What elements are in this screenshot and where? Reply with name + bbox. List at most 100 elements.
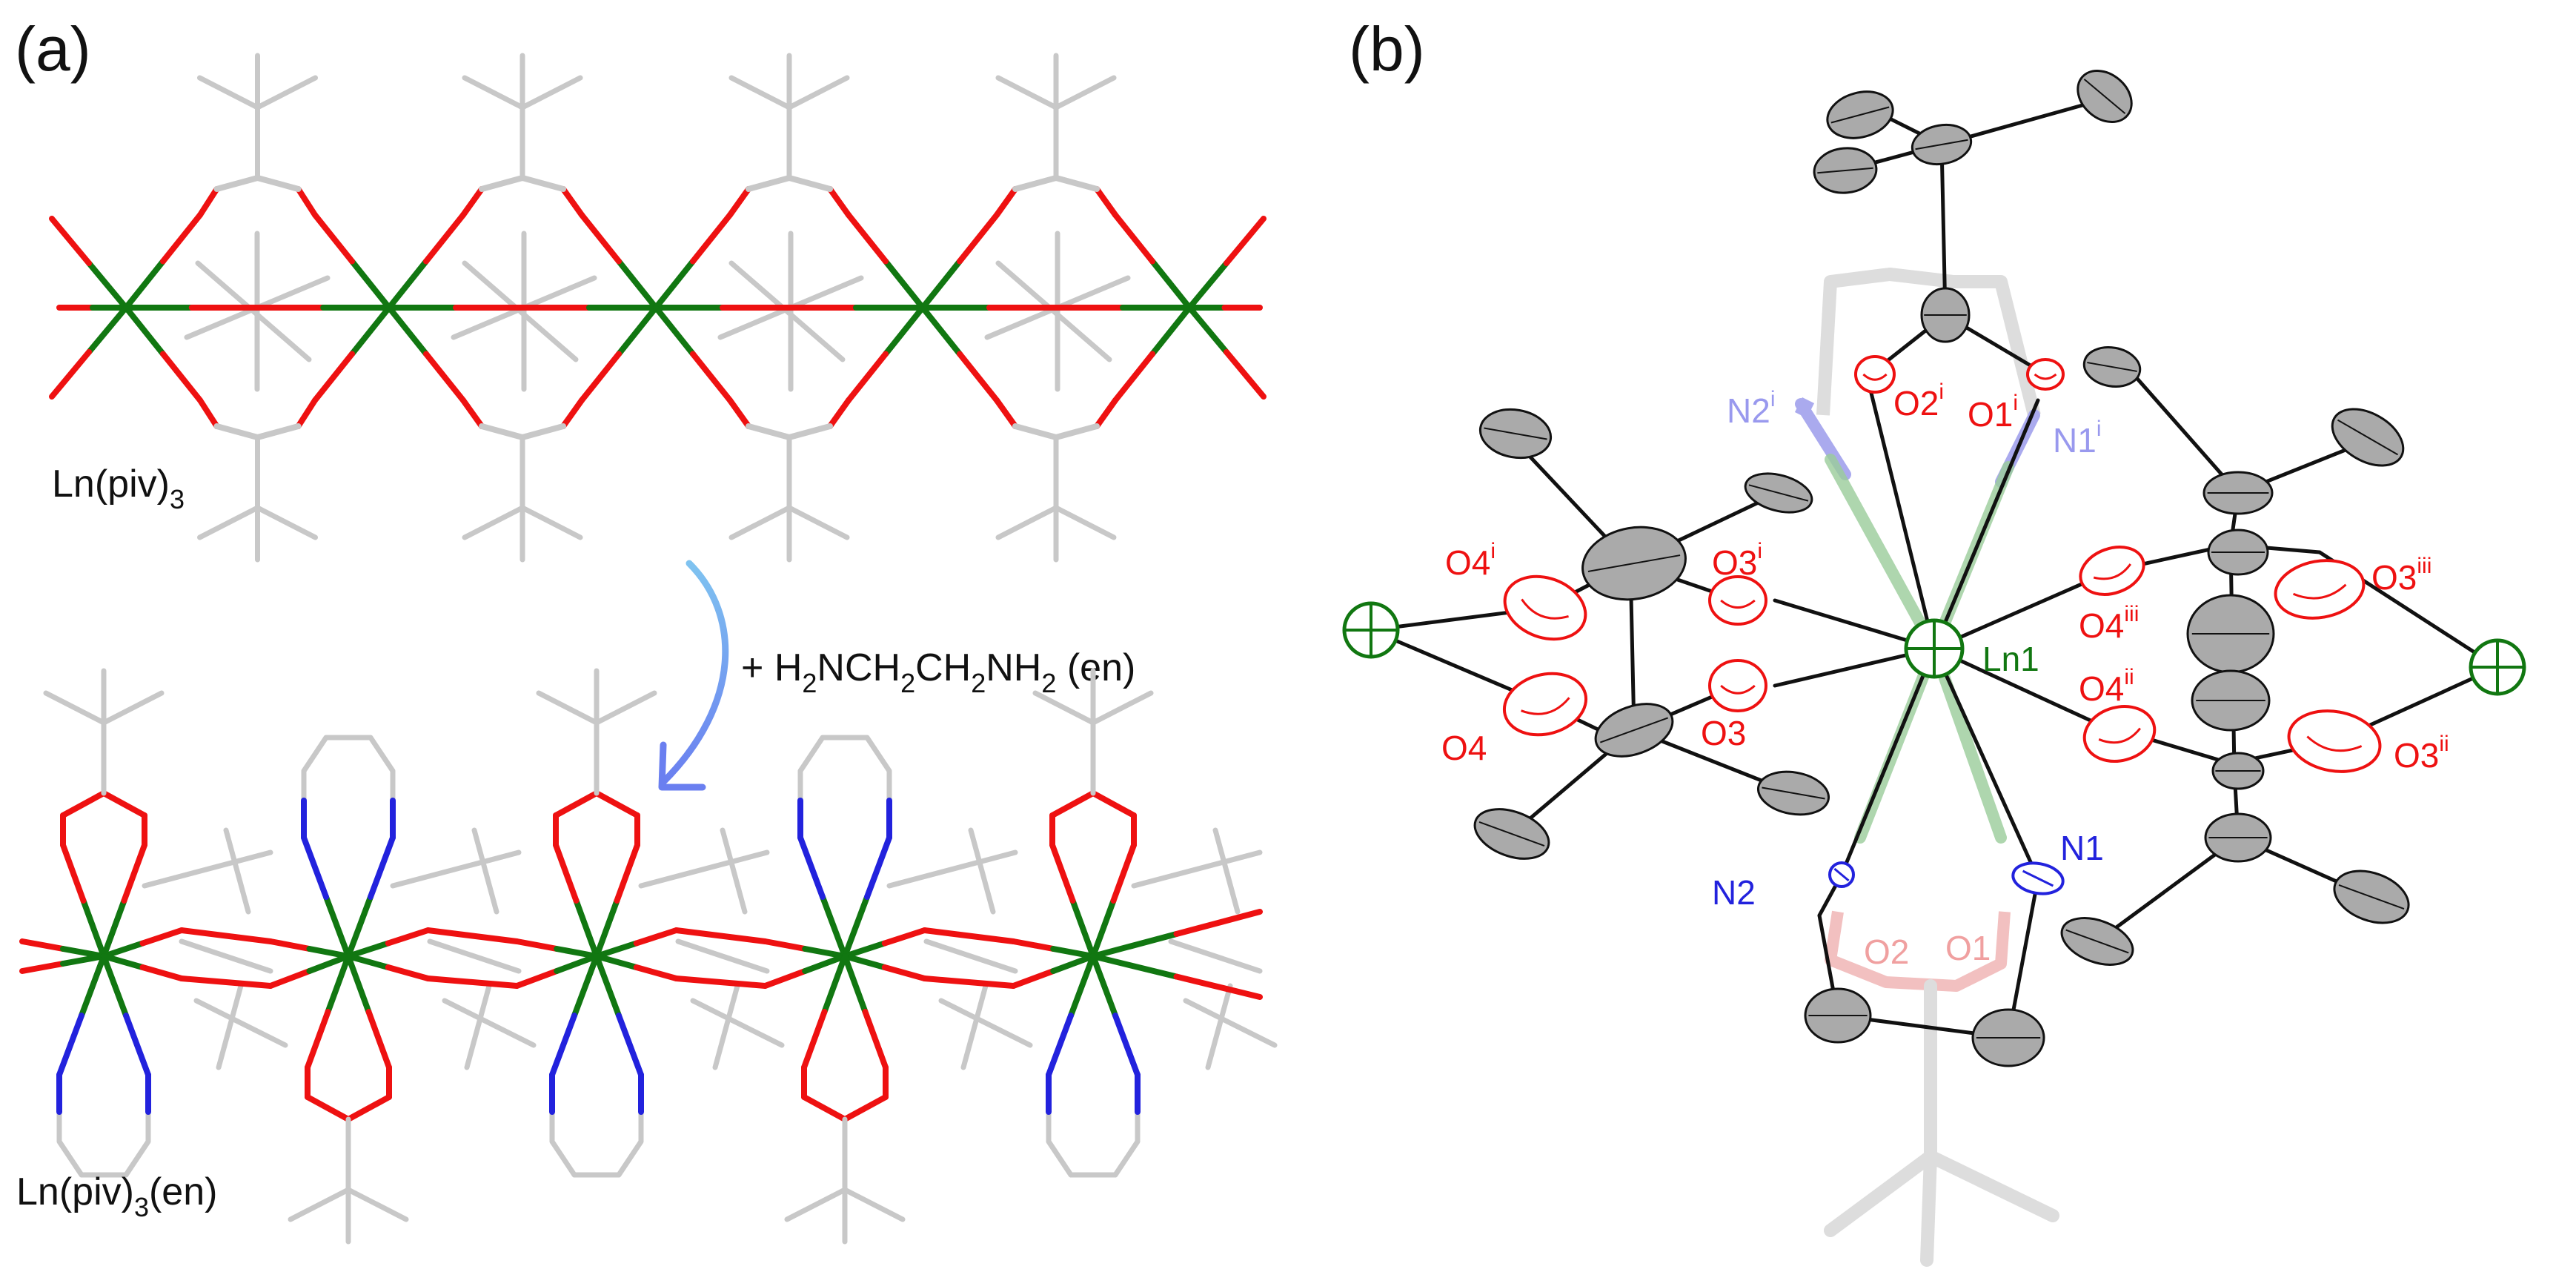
- faded-ligand: [1920, 1150, 1937, 1267]
- atom-label-text: O1: [1968, 395, 2013, 434]
- ln-o-bond: [365, 1009, 392, 1070]
- ethylenediamine-ring: [797, 735, 892, 838]
- pivalate-methyl: [223, 827, 251, 915]
- carboxylate-bond: [197, 397, 220, 429]
- carboxylate-bond: [842, 1094, 889, 1122]
- bond: [1865, 376, 1936, 651]
- ln-o-bond: [616, 305, 659, 357]
- o-ellipsoid-shade: [1862, 373, 1888, 381]
- ln-o-bond: [883, 305, 926, 357]
- pivalate-methyl: [142, 849, 273, 889]
- pivalate-methyl: [471, 827, 499, 915]
- ln-n-bond: [323, 894, 351, 959]
- atom-label-text: O3: [1701, 714, 1746, 752]
- ln-o-bond: [762, 968, 809, 989]
- ln-n-bond: [1046, 1013, 1074, 1078]
- ln-o-bond: [19, 961, 66, 974]
- ln-o-bond: [553, 842, 580, 904]
- atom-label-text: N2: [1712, 873, 1756, 912]
- pivalate-methyl: [442, 998, 537, 1048]
- ln-o-bond: [846, 351, 889, 403]
- tbutyl-group: [197, 75, 260, 110]
- o-ellipsoid-shade: [1720, 599, 1756, 609]
- carboxylate-bond: [345, 1094, 392, 1122]
- carboxylate-bond: [801, 1094, 848, 1122]
- atom-label-text: O2: [1864, 933, 1909, 971]
- pivalate-methyl: [1168, 938, 1263, 974]
- ln-o-bond: [349, 305, 392, 357]
- atom-label-o3ii: O3ii: [2394, 732, 2449, 775]
- ln-o-bond: [1050, 953, 1096, 974]
- atom-label-o2: O2: [1864, 933, 1909, 971]
- carboxylate-bond: [1012, 423, 1059, 440]
- carboxylate-bond: [786, 175, 833, 192]
- c-ellipsoid-axis: [1762, 786, 1825, 800]
- ln-n-bond: [571, 953, 600, 1018]
- atom-label-superscript: i: [1490, 539, 1496, 563]
- carboxylate-bond: [553, 790, 600, 818]
- atom-label-o4i: O4i: [1445, 539, 1496, 582]
- ln-o-bond: [306, 946, 351, 959]
- tbutyl-group: [101, 690, 165, 726]
- ln-o-bond: [1173, 909, 1263, 937]
- ln-o-bond: [690, 212, 733, 265]
- ln-o-bond: [594, 953, 640, 970]
- carboxylate-bond: [519, 423, 566, 440]
- carboxylate-bond: [213, 423, 261, 440]
- o-ellipsoid: [1502, 672, 1588, 737]
- ln-n-bond: [864, 835, 892, 900]
- ln-o-bond: [690, 351, 733, 403]
- ln-o-bond: [881, 927, 928, 947]
- ln-o-bond: [86, 305, 129, 355]
- pivalate-methyl: [462, 260, 579, 362]
- o-ellipsoid: [2026, 358, 2065, 391]
- carboxylate-bond: [179, 975, 273, 989]
- o-ellipsoid-shade: [1720, 684, 1756, 695]
- tbutyl-group: [345, 1187, 409, 1222]
- carboxylate-bond: [727, 397, 751, 429]
- atom-label-superscript: i: [2013, 391, 2018, 415]
- ln-o-bond: [1090, 953, 1180, 980]
- ln-o-bond: [633, 964, 680, 981]
- atom-label-n2: N2: [1712, 873, 1756, 912]
- atom-label-text: O1: [1945, 929, 1991, 967]
- ln-o-bond: [842, 940, 888, 959]
- faded-ligand: [1824, 1150, 1937, 1237]
- ln-o-bond: [1049, 842, 1076, 904]
- carboxylate-bond: [1053, 175, 1100, 192]
- atom-label-o1: O1: [1945, 929, 1991, 967]
- ln-o-bond: [801, 1009, 828, 1070]
- pivalate-methyl: [995, 260, 1112, 362]
- ln-n-bond: [345, 894, 374, 959]
- ln-o-bond: [139, 927, 185, 947]
- ln-o-bond: [312, 212, 355, 265]
- ln-o-bond: [579, 212, 622, 265]
- carboxylate-bond: [727, 186, 751, 218]
- c-ellipsoid-axis: [1587, 554, 1681, 572]
- pivalate-methyl: [1205, 983, 1233, 1070]
- c-ellipsoid-axis: [2338, 884, 2405, 910]
- atom-label-n2i: N2i: [1727, 387, 1775, 430]
- pivalate-methyl: [923, 938, 1018, 974]
- c-ellipsoid-axis: [1478, 821, 1545, 847]
- o-ellipsoid-shade: [1521, 697, 1570, 715]
- ln-o-bond: [1112, 351, 1155, 403]
- ln-o-bond: [957, 351, 1000, 403]
- ln-o-bond: [1224, 216, 1267, 266]
- pivalate-methyl: [712, 983, 740, 1070]
- atom-label-text: N1: [2053, 421, 2097, 460]
- o-ellipsoid: [2079, 546, 2145, 596]
- ln-n-bond: [820, 894, 848, 959]
- carboxylate-bond: [921, 975, 1017, 989]
- ln-o-bond: [160, 212, 203, 265]
- ln-piv3-en-formula: Ln(piv)3(en): [16, 1170, 217, 1222]
- carboxylate-bond: [460, 186, 485, 218]
- tbutyl-group: [519, 75, 583, 110]
- ln-o-bond: [653, 305, 696, 357]
- ln-n-bond: [79, 953, 107, 1018]
- bond: [1932, 646, 2122, 736]
- tbutyl-group: [784, 1187, 848, 1222]
- n-ellipsoid-shade: [2022, 869, 2054, 887]
- ln-o-bond: [1186, 260, 1229, 311]
- atom-label-superscript: ii: [2439, 732, 2449, 756]
